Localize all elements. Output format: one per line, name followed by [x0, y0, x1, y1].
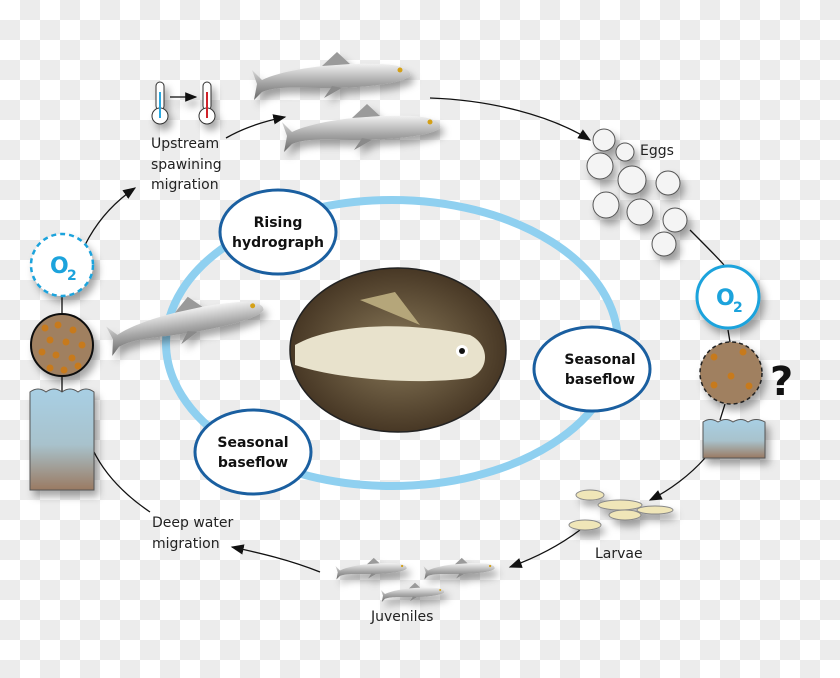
unknown-question-mark: ? [770, 359, 793, 405]
label-deep-water-migration: Deep water migration [152, 515, 233, 552]
svg-text:Deep water: Deep water [152, 515, 233, 531]
phase-seasonal-baseflow-right: Seasonal baseflow [532, 325, 652, 413]
svg-text:2: 2 [733, 300, 743, 316]
sediment-heavy-indicator [30, 313, 94, 377]
temperature-rise-icon [151, 81, 216, 125]
adult-fish-left [103, 286, 267, 357]
shallow-water-indicator [702, 419, 766, 459]
svg-text:Rising: Rising [254, 215, 303, 231]
phase-seasonal-baseflow-left: Seasonal baseflow [193, 408, 313, 496]
label-larvae: Larvae [595, 546, 643, 562]
svg-text:hydrograph: hydrograph [232, 235, 324, 251]
catfish-photo [289, 267, 507, 433]
svg-text:Seasonal: Seasonal [217, 435, 288, 451]
sediment-light-indicator [699, 341, 763, 405]
svg-text:migration: migration [151, 177, 219, 193]
svg-text:spawining: spawining [151, 157, 222, 173]
svg-text:O: O [716, 286, 735, 311]
label-upstream-migration: Upstream spawining migration [151, 136, 222, 193]
svg-text:Seasonal: Seasonal [564, 352, 635, 368]
eggs-cluster [586, 128, 688, 257]
svg-text:2: 2 [67, 268, 77, 284]
adult-fish-upstream [252, 52, 441, 152]
warm-thermometer-icon [198, 81, 216, 125]
svg-text:O: O [50, 254, 69, 279]
deep-water-indicator [29, 388, 95, 491]
oxygen-low-indicator: O 2 [29, 232, 95, 298]
cycle-arrows [61, 97, 731, 573]
svg-text:Upstream: Upstream [151, 136, 219, 152]
label-juveniles: Juveniles [370, 609, 433, 625]
phase-rising-hydrograph: Rising hydrograph [218, 188, 338, 276]
label-eggs: Eggs [640, 143, 674, 159]
cold-thermometer-icon [151, 81, 169, 125]
larvae-group [568, 489, 674, 531]
svg-text:baseflow: baseflow [565, 372, 635, 388]
oxygen-high-indicator: O 2 [695, 264, 761, 330]
juvenile-fish-group [335, 557, 495, 602]
svg-text:migration: migration [152, 536, 220, 552]
svg-text:baseflow: baseflow [218, 455, 288, 471]
